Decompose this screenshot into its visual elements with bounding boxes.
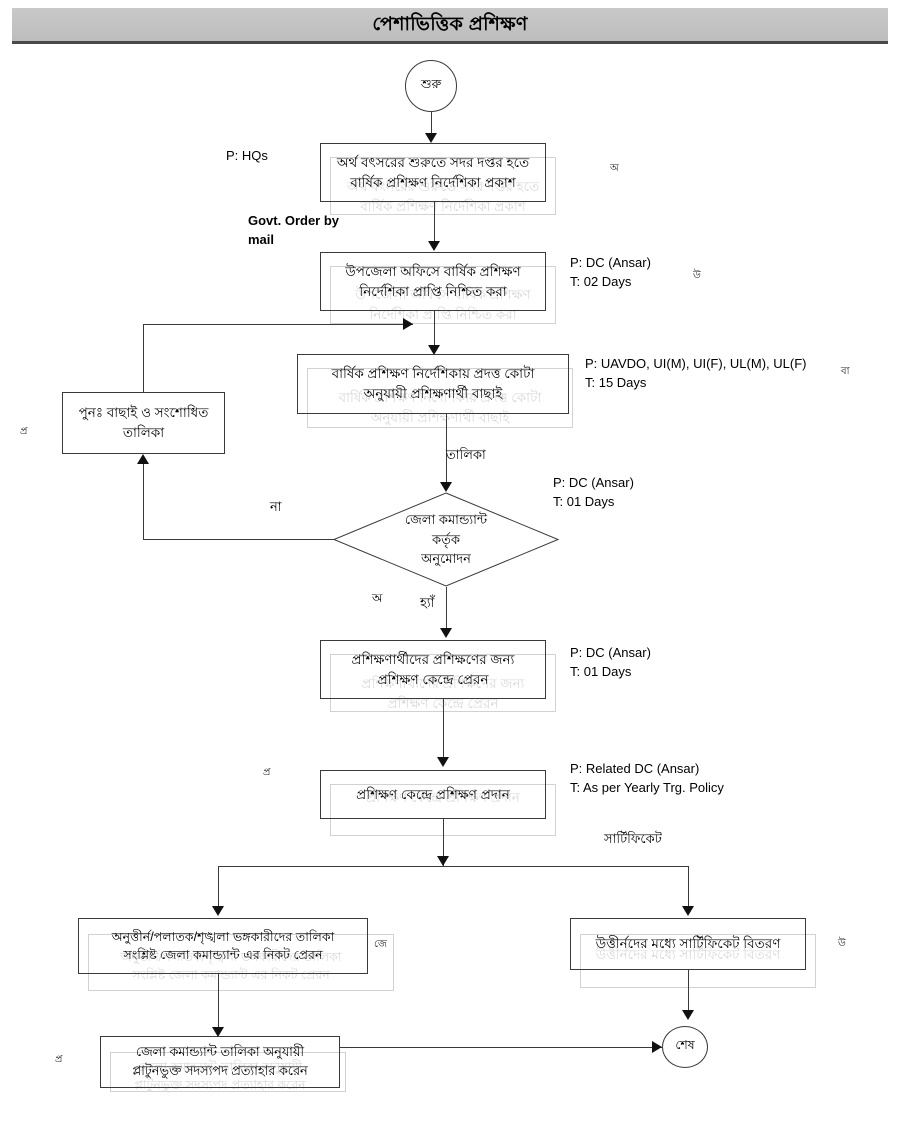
process-select-trainees: বার্ষিক প্রশিক্ষণ নির্দেশিকায় প্রদত্ত ক… — [297, 354, 569, 414]
end-terminator: শেষ — [662, 1026, 708, 1068]
margin-glyph-7: জে — [374, 939, 388, 950]
arrow-into-box2 — [428, 241, 440, 251]
page-title: পেশাভিত্তিক প্রশিক্ষণ — [372, 14, 528, 35]
arrow-into-failure-list — [212, 906, 224, 916]
annotation-p-hqs: P: HQs — [226, 148, 268, 163]
connector-start-to-box1 — [431, 112, 432, 139]
edge-label-list: তালিকা — [446, 447, 486, 462]
arrow-split-marker — [437, 856, 449, 866]
arrow-into-end-left — [652, 1041, 662, 1053]
connector-failure-to-withdraw — [218, 974, 219, 1031]
page-header: পেশাভিত্তিক প্রশিক্ষণ — [12, 8, 888, 44]
edge-label-yes-side: অ — [372, 591, 383, 605]
margin-glyph-2: উ — [693, 270, 701, 281]
margin-glyph-6: প্র — [263, 767, 271, 778]
annotation-related-dc: P: Related DC (Ansar) T: As per Yearly T… — [570, 761, 724, 795]
arrow-into-box3 — [428, 345, 440, 355]
connector-box2-to-box3 — [434, 311, 435, 349]
node-line: সংশ্লিষ্ট জেলা কমান্ড্যান্ট এর নিকট প্রে… — [123, 948, 323, 962]
connector-yes-branch — [446, 587, 447, 633]
process-failure-list: অনুত্তীর্ন/পলাতক/শৃঙ্খলা ভঙ্গকারীদের তাল… — [78, 918, 368, 974]
connector-box6-down — [443, 819, 444, 866]
annotation-dc-ansar-2days: P: DC (Ansar) T: 02 Days — [570, 255, 651, 289]
node-line: তালিকা — [122, 425, 165, 440]
node-line: বার্ষিক প্রশিক্ষণ নির্দেশিকা প্রকাশ — [350, 174, 516, 190]
node-line: অনুত্তীর্ন/পলাতক/শৃঙ্খলা ভঙ্গকারীদের তাল… — [111, 929, 335, 944]
connector-split-horizontal — [218, 866, 688, 867]
arrow-into-withdraw — [212, 1027, 224, 1037]
node-line: বার্ষিক প্রশিক্ষণ নির্দেশিকায় প্রদত্ত ক… — [331, 366, 535, 382]
edge-label-yes: হ্যাঁ — [420, 595, 435, 610]
arrow-into-end-top — [682, 1010, 694, 1020]
node-line: জেলা কমান্ড্যান্ট তালিকা অনুযায়ী — [135, 1044, 305, 1060]
node-line: উত্তীর্নদের মধ্যে সার্টিফিকেট বিতরণ — [595, 936, 781, 952]
connector-no-branch-up — [143, 464, 144, 540]
node-line: প্রশিক্ষণ কেন্দ্রে প্রেরন — [377, 671, 489, 687]
arrow-into-box3-from-loop — [403, 318, 413, 330]
process-confirm-receipt: উপজেলা অফিসে বার্ষিক প্রশিক্ষণ নির্দেশিক… — [320, 252, 546, 311]
process-publish-guideline: অর্থ বৎসরের শুরুতে সদর দপ্তর হতে বার্ষিক… — [320, 143, 546, 202]
connector-box5-to-box6 — [443, 699, 444, 761]
arrow-into-certificate-box — [682, 906, 694, 916]
edge-label-certificate: সার্টিফিকেট — [604, 831, 662, 846]
margin-glyph-1: অ — [610, 163, 619, 174]
node-line: অর্থ বৎসরের শুরুতে সদর দপ্তর হতে — [336, 154, 530, 170]
start-label: শুরু — [420, 77, 442, 91]
connector-reselect-right — [143, 324, 413, 325]
connector-reselect-up — [143, 324, 144, 392]
arrow-into-box5 — [440, 628, 452, 638]
annotation-dc-ansar-1day-send: P: DC (Ansar) T: 01 Days — [570, 645, 651, 679]
margin-glyph-9: প্র — [55, 1054, 63, 1065]
node-line: প্রশিক্ষণার্থীদের প্রশিক্ষণের জন্য — [351, 651, 515, 667]
margin-glyph-8: উ — [838, 938, 846, 949]
arrow-into-box1 — [425, 133, 437, 143]
node-line: উপজেলা অফিসে বার্ষিক প্রশিক্ষণ — [345, 263, 521, 279]
start-terminator: শুরু — [405, 60, 457, 112]
diamond-shape — [332, 492, 560, 587]
process-send-to-center: প্রশিক্ষণার্থীদের প্রশিক্ষণের জন্য প্রশি… — [320, 640, 546, 699]
decision-commandant-approval: জেলা কমান্ড্যান্ট কর্তৃক অনুমোদন — [332, 492, 560, 587]
connector-box3-to-decision — [446, 414, 447, 486]
node-line: অনুযায়ী প্রশিক্ষণার্থী বাছাই — [363, 386, 503, 401]
process-certificate-distribution: উত্তীর্নদের মধ্যে সার্টিফিকেট বিতরণ — [570, 918, 806, 970]
arrow-into-box6 — [437, 757, 449, 767]
annotation-uavdo-15days: P: UAVDO, UI(M), UI(F), UL(M), UL(F) T: … — [585, 356, 807, 390]
connector-split-right-down — [688, 866, 689, 910]
node-line: প্রশিক্ষণ কেন্দ্রে প্রশিক্ষণ প্রদান — [356, 786, 510, 802]
arrow-into-decision — [440, 482, 452, 492]
connector-certificate-to-end — [688, 970, 689, 1013]
process-conduct-training: প্রশিক্ষণ কেন্দ্রে প্রশিক্ষণ প্রদান — [320, 770, 546, 819]
connector-no-branch — [143, 539, 334, 540]
process-withdraw-membership: জেলা কমান্ড্যান্ট তালিকা অনুযায়ী প্লাটু… — [100, 1036, 340, 1088]
annotation-dc-ansar-1day-decision: P: DC (Ansar) T: 01 Days — [553, 475, 634, 509]
margin-glyph-4: প্র — [20, 426, 28, 437]
connector-withdraw-to-end — [340, 1047, 662, 1048]
connector-split-left-down — [218, 866, 219, 910]
margin-glyph-3: বা — [841, 366, 850, 377]
end-label: শেষ — [675, 1038, 695, 1052]
node-line: নির্দেশিকা প্রাপ্তি নিশ্চিত করা — [359, 283, 507, 299]
node-line: পুনঃ বাছাই ও সংশোধিত — [78, 405, 209, 421]
edge-label-no: না — [270, 499, 282, 514]
arrow-into-reselect — [137, 454, 149, 464]
node-line: প্লাটুনভুক্ত সদস্যপদ প্রত্যাহার করেন — [132, 1063, 308, 1078]
connector-box1-to-box2 — [434, 202, 435, 245]
process-reselect-list: পুনঃ বাছাই ও সংশোধিত তালিকা — [62, 392, 225, 454]
annotation-govt-order: Govt. Order by mail — [248, 213, 340, 247]
